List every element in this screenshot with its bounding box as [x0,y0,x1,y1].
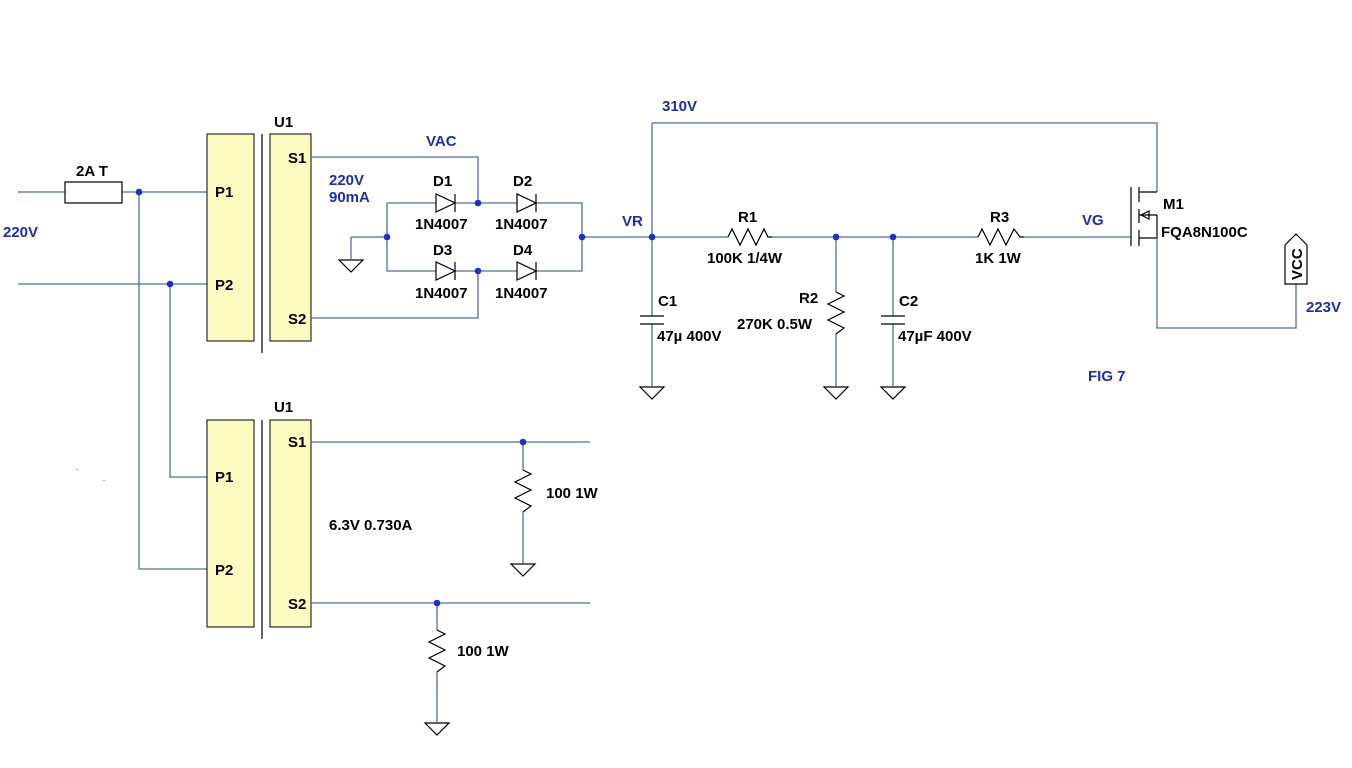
figure-label: FIG 7 [1088,368,1126,385]
vcc-port-label: VCC [1289,248,1306,280]
svg-text:.: . [76,463,78,472]
secondary-rating-current: 90mA [329,189,370,206]
junction-dot [474,267,482,275]
junction-dot [519,438,527,446]
junction-dot [474,199,482,207]
pin-label: S1 [288,150,306,167]
diode-d4 [516,261,538,281]
secondary-winding [269,419,312,628]
resistor-value: 270K 0.5W [737,316,813,333]
filter-wiring [651,122,1158,386]
junction-dot [166,280,174,288]
secondary-winding [269,133,312,342]
pin-label: S2 [288,311,306,328]
junction-dot [433,599,441,607]
resistor-value: 100 1W [546,485,599,502]
diode-d2 [516,193,538,213]
pin-label: S2 [288,596,306,613]
diode-d3 [435,261,457,281]
resistor-r3 [977,227,1024,247]
pin-label: P2 [215,562,233,579]
primary-wiring [18,191,207,570]
diode-ref: D4 [513,242,533,259]
net-label-310v: 310V [662,98,697,115]
resistor-value: 100 1W [457,643,510,660]
svg-text:.: . [103,474,105,483]
net-label-vac: VAC [426,133,457,150]
resistor-load-bottom [427,629,447,673]
mosfet-ref: M1 [1163,196,1184,213]
diode-value: 1N4007 [415,216,468,233]
junction-dot [135,188,143,196]
pin-label: P1 [215,469,233,486]
net-label-223v: 223V [1306,299,1341,316]
mosfet-value: FQA8N100C [1161,224,1248,241]
transformer-ref: U1 [274,399,293,416]
ground-symbol [423,722,451,736]
resistor-value: 100K 1/4W [707,250,783,267]
source-wire [1156,238,1297,329]
diode-ref: D3 [433,242,452,259]
capacitor-c2 [881,315,905,325]
diode-ref: D1 [433,173,452,190]
diode-ref: D2 [513,173,532,190]
ground-symbol [822,386,850,400]
bridge-wiring [311,156,652,319]
transformer-1: U1 P1 P2 S1 S2 [206,114,312,353]
primary-winding [206,133,255,342]
transformer-ref: U1 [274,114,293,131]
capacitor-ref: C2 [899,293,918,310]
mains-voltage-label: 220V [3,224,38,241]
diode-value: 1N4007 [495,216,548,233]
diode-value: 1N4007 [495,285,548,302]
resistor-ref: R3 [990,209,1009,226]
secondary-rating: 6.3V 0.730A [329,517,413,534]
ground-symbol [337,259,365,273]
transformer-2: U1 P1 P2 S1 S2 [206,399,312,639]
junction-dot [648,233,656,241]
junction-dot [383,233,391,241]
pin-label: S1 [288,434,306,451]
junction-dot [578,233,586,241]
ground-symbol [879,386,907,400]
pin-label: P1 [215,184,233,201]
resistor-ref: R1 [738,209,757,226]
vcc-port-icon [1284,233,1308,285]
capacitor-c1 [640,315,664,325]
ground-symbol [638,386,666,400]
resistor-value: 1K 1W [975,250,1022,267]
diode-value: 1N4007 [415,285,468,302]
primary-winding [206,419,255,628]
junction-dot [889,233,897,241]
net-label-vr: VR [622,213,643,230]
capacitor-value: 47µF 400V [898,328,972,345]
secondary-rating-voltage: 220V [329,172,364,189]
mosfet-m1 [1130,187,1158,246]
resistor-ref: R2 [799,290,818,307]
fuse [64,181,123,204]
net-label-vg: VG [1082,212,1104,229]
ground-symbol [509,563,537,577]
pin-label: P2 [215,277,233,294]
junction-dot [832,233,840,241]
resistor-load-top [513,469,533,513]
resistor-r1 [727,227,772,247]
capacitor-value: 47µ 400V [657,328,722,345]
fuse-label: 2A T [76,163,108,180]
diode-d1 [435,193,457,213]
resistor-r2 [826,291,846,335]
heater-wiring [311,441,590,722]
capacitor-ref: C1 [658,293,677,310]
